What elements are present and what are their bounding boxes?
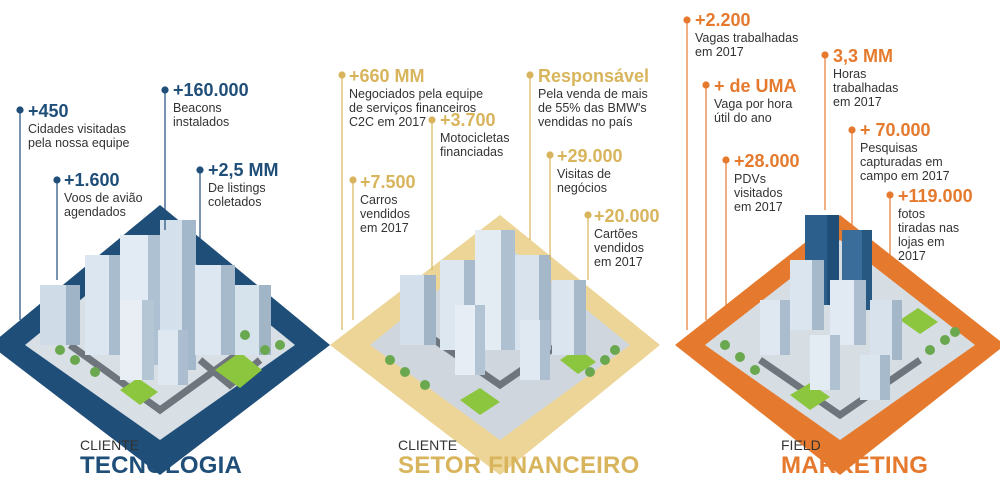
mkt-stat-per-hour-value: + de UMA [714,76,797,96]
tech-stat-listings-value: +2,5 MM [208,160,279,180]
mkt-stat-per-hour-desc: Vaga por hora útil do ano [714,97,793,125]
mkt-stat-hours: 3,3 MM Horas trabalhadas em 2017 [833,46,898,109]
tech-stat-listings: +2,5 MM De listings coletados [208,160,279,209]
mkt-caption-big: MARKETING [781,452,929,479]
mkt-leader-lines [683,16,894,330]
fin-stat-visits: +29.000 Visitas de negócios [557,146,623,195]
mkt-stat-photos: +119.000 fotos tiradas nas lojas em 2017 [898,186,973,263]
mkt-stat-photos-desc: fotos tiradas nas lojas em 2017 [898,207,960,263]
mkt-stat-vacancies-value: +2.200 [695,10,751,30]
fin-stat-cars-value: +7.500 [360,172,416,192]
fin-leader-lines [338,71,592,330]
tech-leader-lines [16,86,204,320]
mkt-caption: FIELD MARKETING [781,437,928,479]
fin-stat-negotiated-desc: Negociados pela equipe de serviços finan… [349,87,484,129]
mkt-stat-pdvs-desc: PDVs visitados em 2017 [734,172,783,214]
fin-caption-big: SETOR FINANCEIRO [398,452,640,479]
tech-stat-cities-desc: Cidades visitadas pela nossa equipe [28,122,130,150]
fin-stat-cards: +20.000 Cartões vendidos em 2017 [594,206,660,269]
tech-stat-beacons-desc: Beacons instalados [173,101,230,129]
mkt-buildings [760,215,902,400]
tech-caption-small: CLIENTE [80,437,140,453]
fin-stat-cars: +7.500 Carros vendidos em 2017 [360,172,416,235]
mkt-caption-small: FIELD [781,437,821,453]
mkt-stat-surveys-desc: Pesquisas capturadas em campo em 2017 [860,141,950,183]
tech-stat-listings-desc: De listings coletados [208,181,266,209]
mkt-stat-surveys-value: + 70.000 [860,120,931,140]
mkt-stat-pdvs-value: +28.000 [734,151,800,171]
fin-stat-motorcycles-value: +3.700 [440,110,496,130]
tech-stat-flights: +1.600 Voos de avião agendados [64,170,143,219]
mkt-stat-hours-desc: Horas trabalhadas em 2017 [833,67,899,109]
fin-stat-motorcycles-desc: Motocicletas financiadas [440,131,510,159]
tech-buildings [40,220,271,385]
fin-stat-motorcycles: +3.700 Motocicletas financiadas [440,110,509,159]
mkt-stat-photos-value: +119.000 [898,186,973,206]
tech-caption: CLIENTE TECNOLOGIA [80,437,242,479]
fin-stat-responsible-desc: Pela venda de mais de 55% das BMW's vend… [538,87,648,129]
tech-caption-big: TECNOLOGIA [80,452,242,479]
fin-stat-cards-desc: Cartões vendidos em 2017 [594,227,645,269]
fin-caption: CLIENTE SETOR FINANCEIRO [398,437,639,479]
fin-stat-negotiated: +660 MM Negociados pela equipe de serviç… [349,66,483,129]
tech-stat-cities-value: +450 [28,101,69,121]
fin-stat-cards-value: +20.000 [594,206,660,226]
fin-stat-negotiated-value: +660 MM [349,66,425,86]
mkt-stat-per-hour: + de UMA Vaga por hora útil do ano [714,76,797,125]
tech-stat-flights-value: +1.600 [64,170,120,190]
fin-buildings [400,230,586,380]
mkt-stat-hours-value: 3,3 MM [833,46,894,66]
mkt-stat-surveys: + 70.000 Pesquisas capturadas em campo e… [860,120,950,183]
fin-stat-responsible-value: Responsável [538,66,650,86]
fin-stat-visits-desc: Visitas de negócios [557,167,611,195]
mkt-stat-vacancies: +2.200 Vagas trabalhadas em 2017 [695,10,798,59]
tech-stat-flights-desc: Voos de avião agendados [64,191,143,219]
fin-stat-responsible: Responsável Pela venda de mais de 55% da… [538,66,649,129]
tech-stat-cities: +450 Cidades visitadas pela nossa equipe [28,101,129,150]
tech-stat-beacons-value: +160.000 [173,80,249,100]
tech-stat-beacons: +160.000 Beacons instalados [173,80,249,129]
mkt-stat-vacancies-desc: Vagas trabalhadas em 2017 [695,31,799,59]
mkt-stat-pdvs: +28.000 PDVs visitados em 2017 [734,151,800,214]
fin-stat-cars-desc: Carros vendidos em 2017 [360,193,411,235]
fin-caption-small: CLIENTE [398,437,458,453]
trees [55,327,960,390]
fin-stat-visits-value: +29.000 [557,146,623,166]
